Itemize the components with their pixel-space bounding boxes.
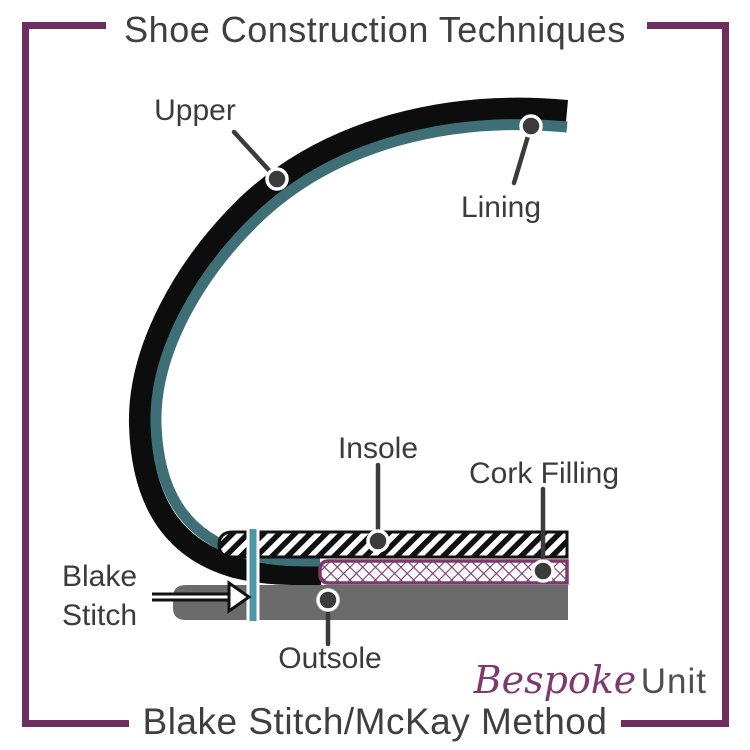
arrow-icon — [152, 580, 252, 614]
blake-stitch-label-line2: Stitch — [62, 599, 138, 632]
frame-border-bottom-right-segment — [621, 720, 729, 727]
lining-leader-dot — [519, 114, 543, 138]
upper-leader-dot — [265, 167, 289, 191]
frame-border-left — [22, 22, 29, 727]
brand-logo: Bespoke Unit — [474, 658, 707, 702]
outsole-label: Outsole — [278, 642, 382, 675]
outsole-layer — [173, 585, 568, 620]
insole-layer — [217, 530, 569, 559]
lining-leader — [511, 114, 543, 186]
outsole-leader — [316, 588, 340, 647]
upper-curve — [128, 97, 569, 586]
insole-leader — [366, 462, 390, 553]
lining-label: Lining — [460, 191, 542, 224]
cork-filling-layer — [318, 559, 569, 585]
cork-filling-label: Cork Filling — [468, 457, 620, 490]
upper-label: Upper — [154, 94, 236, 127]
brand-logo-plain-word: Unit — [640, 662, 707, 701]
upper-leader — [231, 129, 289, 191]
insole-label: Insole — [337, 432, 419, 465]
brand-logo-script-word: Bespoke — [473, 658, 637, 702]
blake-stitch-label: Blake Stitch — [62, 557, 137, 635]
outsole-leader-dot — [316, 588, 340, 612]
cork-filling-leader-dot — [531, 559, 555, 583]
page-title: Shoe Construction Techniques — [124, 9, 626, 50]
insole-leader-dot — [366, 529, 390, 553]
frame-border-top-right-segment — [647, 22, 729, 29]
frame-border-bottom-left-segment — [22, 720, 129, 727]
blake-stitch-label-line1: Blake — [62, 560, 138, 593]
frame-border-right — [722, 22, 729, 727]
cork-filling-leader — [531, 486, 555, 583]
frame-border-top-left-segment — [22, 22, 106, 29]
method-title: Blake Stitch/McKay Method — [142, 701, 608, 742]
